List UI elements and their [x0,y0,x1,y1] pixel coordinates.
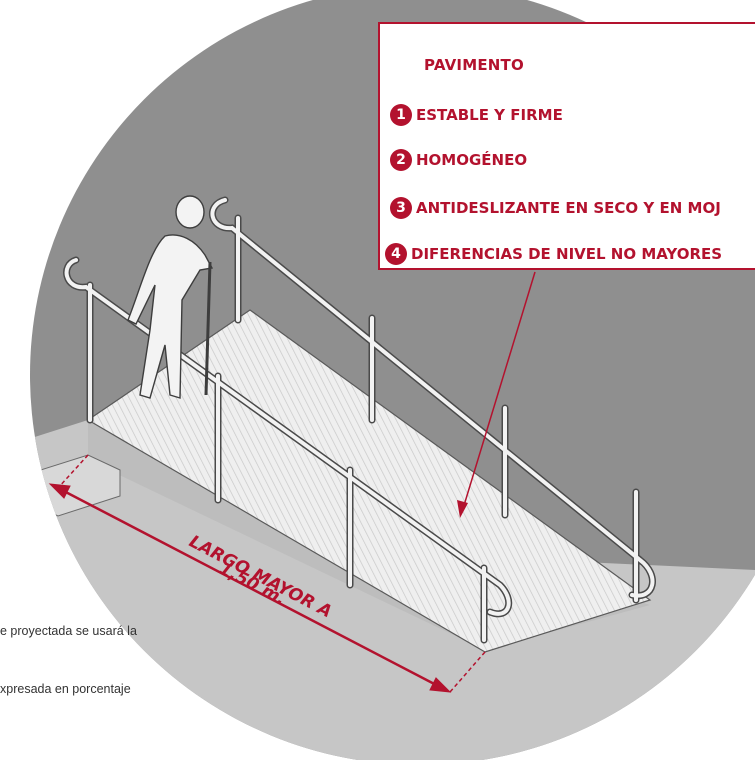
length-dimension [48,454,486,693]
item-label: ANTIDESLIZANTE EN SECO Y EN MOJ [416,199,721,217]
number-badge: 4 [385,243,407,265]
callout-item: 4 DIFERENCIAS DE NIVEL NO MAYORES [385,242,722,266]
text-fragment: e proyectada se usará la [0,624,137,638]
text-fragment: xpresada en porcentaje [0,682,131,696]
callout-title: PAVIMENTO [424,56,524,74]
callout-pointer [457,271,536,518]
item-label: HOMOGÉNEO [416,151,528,169]
pavimento-callout [378,22,755,270]
number-badge: 1 [390,104,412,126]
item-label: ESTABLE Y FIRME [416,106,563,124]
callout-item: 2 HOMOGÉNEO [390,148,527,172]
callout-item: 3 ANTIDESLIZANTE EN SECO Y EN MOJ [390,196,721,220]
item-label: DIFERENCIAS DE NIVEL NO MAYORES [411,245,723,263]
elderly-person [127,195,214,399]
callout-item: 1 ESTABLE Y FIRME [390,103,563,127]
number-badge: 3 [390,197,412,219]
number-badge: 2 [390,149,412,171]
